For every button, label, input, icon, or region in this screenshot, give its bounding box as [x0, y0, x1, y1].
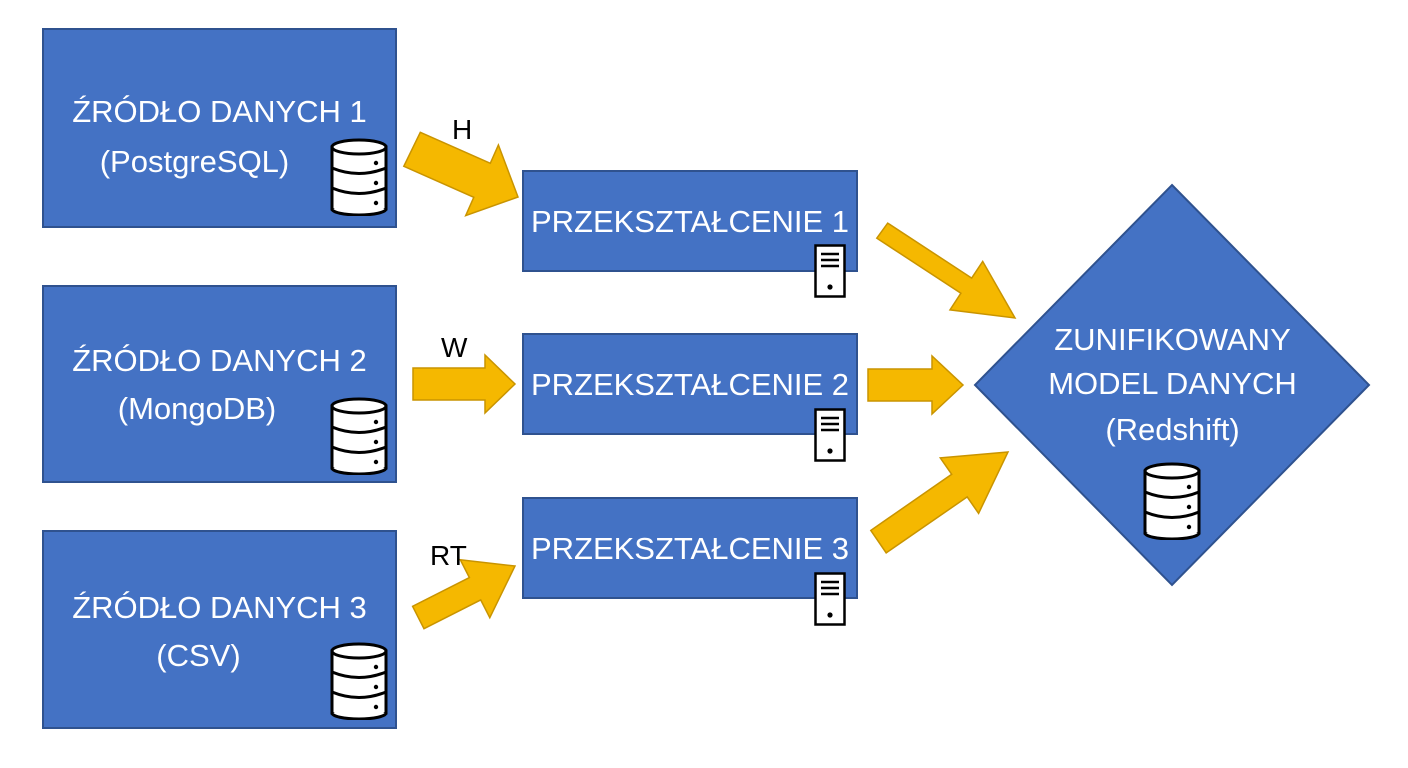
source-tech: (CSV) — [156, 638, 241, 673]
source-box-3: ŹRÓDŁO DANYCH 3 (CSV) — [42, 530, 397, 729]
target-tech: (Redshift) — [1105, 412, 1240, 447]
edge-label-rt: RT — [430, 540, 467, 571]
database-icon — [330, 642, 388, 720]
transform-title: PRZEKSZTAŁCENIE 3 — [530, 531, 850, 566]
server-icon — [814, 572, 846, 626]
source-title: ŹRÓDŁO DANYCH 1 — [72, 94, 367, 129]
transform-box-1: PRZEKSZTAŁCENIE 1 — [522, 170, 858, 272]
arrow-transform3-to-target — [869, 451, 1010, 554]
transform-title: PRZEKSZTAŁCENIE 1 — [530, 204, 850, 239]
source-title: ŹRÓDŁO DANYCH 2 — [72, 343, 367, 378]
source-box-1: ŹRÓDŁO DANYCH 1 (PostgreSQL) — [42, 28, 397, 228]
server-icon — [814, 244, 846, 298]
database-icon — [330, 138, 388, 216]
target-title-line-2: MODEL DANYCH — [1048, 366, 1297, 401]
server-icon — [814, 408, 846, 462]
transform-title: PRZEKSZTAŁCENIE 2 — [530, 367, 850, 402]
database-icon — [1143, 462, 1201, 540]
arrow-source2-to-transform2 — [412, 353, 517, 415]
target-title-line-1: ZUNIFIKOWANY — [1054, 322, 1291, 357]
source-title: ŹRÓDŁO DANYCH 3 — [72, 590, 367, 625]
transform-box-2: PRZEKSZTAŁCENIE 2 — [522, 333, 858, 435]
arrow-transform2-to-target — [867, 354, 965, 416]
arrow-source1-to-transform1 — [402, 131, 519, 217]
source-box-2: ŹRÓDŁO DANYCH 2 (MongoDB) — [42, 285, 397, 483]
arrow-transform1-to-target — [875, 222, 1017, 319]
edge-label-w: W — [441, 332, 468, 363]
edge-label-h: H — [452, 114, 473, 145]
database-icon — [330, 397, 388, 475]
transform-box-3: PRZEKSZTAŁCENIE 3 — [522, 497, 858, 599]
target-diamond — [973, 183, 1371, 587]
source-tech: (PostgreSQL) — [99, 144, 290, 179]
arrow-source3-to-transform3 — [411, 558, 517, 630]
source-tech: (MongoDB) — [117, 391, 277, 426]
